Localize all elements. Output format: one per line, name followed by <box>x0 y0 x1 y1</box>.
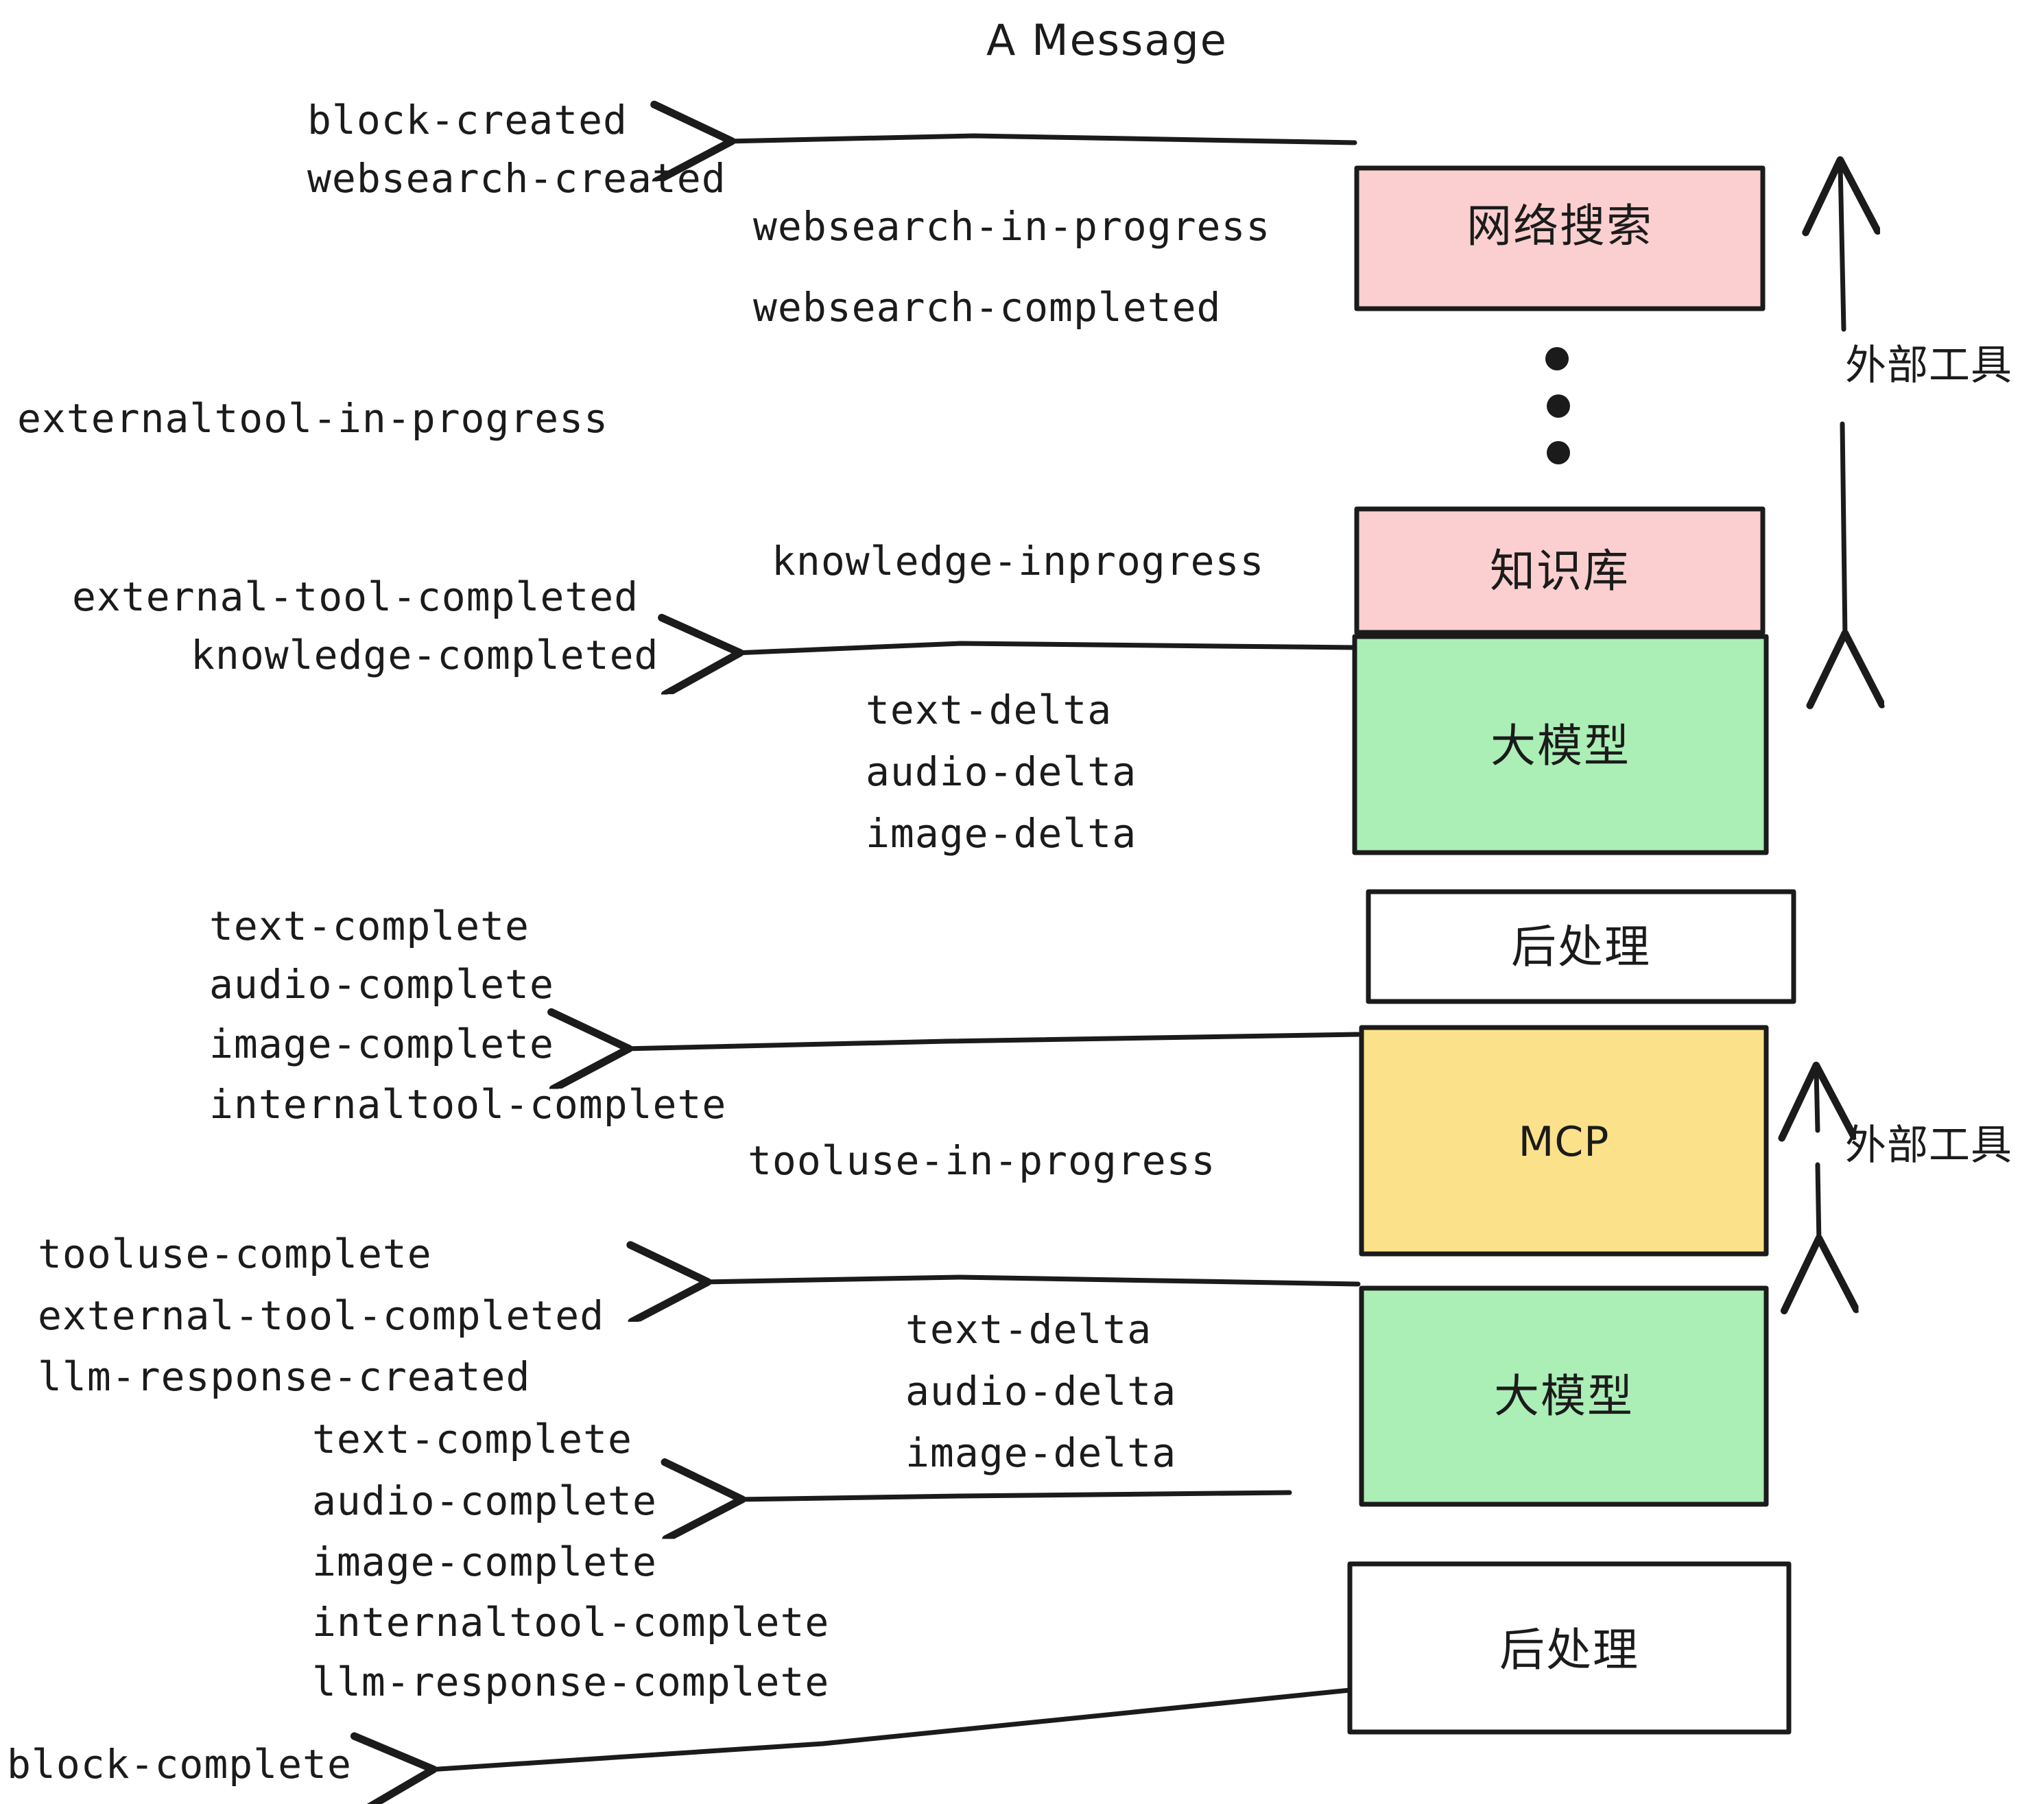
event-image-complete-1: image-complete <box>209 1021 554 1067</box>
side-label-external-tools-bottom: 外部工具 <box>1845 1121 2012 1170</box>
span-arrows <box>1816 165 1845 1243</box>
event-websearch-created: websearch-created <box>307 155 726 202</box>
node-group: 网络搜索 知识库 大模型 后处理 MCP 大模型 <box>1347 165 1796 1735</box>
node-label-llm-2: 大模型 <box>1494 1370 1634 1423</box>
event-image-complete-2: image-complete <box>312 1539 657 1585</box>
node-llm-1[interactable]: 大模型 <box>1352 634 1769 855</box>
event-block-created: block-created <box>307 97 628 143</box>
node-websearch[interactable]: 网络搜索 <box>1354 165 1766 311</box>
event-websearch-in-progress: websearch-in-progress <box>753 203 1270 250</box>
event-websearch-completed: websearch-completed <box>753 284 1221 331</box>
event-audio-delta-1: audio-delta <box>866 748 1137 795</box>
event-text-delta-2: text-delta <box>905 1306 1152 1353</box>
arrow-tooluse-complete <box>703 1277 1361 1284</box>
arrow-image-complete <box>624 1034 1361 1049</box>
event-knowledge-inprogress: knowledge-inprogress <box>772 538 1264 584</box>
ellipsis-dots <box>1545 347 1570 464</box>
event-image-delta-2: image-delta <box>905 1429 1176 1476</box>
node-label-postprocess-2: 后处理 <box>1499 1624 1639 1676</box>
page-title: A Message <box>986 15 1228 65</box>
event-image-delta-1: image-delta <box>866 810 1137 857</box>
event-tooluse-complete: tooluse-complete <box>38 1231 432 1277</box>
external-tools-span-top-lower <box>1842 421 1845 638</box>
event-llm-response-complete: llm-response-complete <box>312 1659 829 1705</box>
flow-arrows <box>429 136 1361 1770</box>
external-tools-span-top <box>1840 165 1844 332</box>
event-text-complete-2: text-complete <box>312 1416 632 1462</box>
external-tools-span-bottom-lower <box>1818 1162 1819 1243</box>
event-text-delta-1: text-delta <box>866 687 1112 733</box>
node-knowledgebase[interactable]: 知识库 <box>1354 506 1766 635</box>
event-internaltool-complete-2: internaltool-complete <box>312 1599 829 1646</box>
node-label-postprocess-1: 后处理 <box>1511 921 1651 973</box>
node-postprocess-1[interactable]: 后处理 <box>1366 889 1796 1004</box>
node-llm-2[interactable]: 大模型 <box>1359 1285 1769 1507</box>
side-label-external-tools-top: 外部工具 <box>1845 342 2012 390</box>
event-audio-complete-2: audio-complete <box>312 1477 657 1524</box>
arrow-knowledge-completed <box>735 643 1357 653</box>
node-label-websearch: 网络搜索 <box>1466 200 1653 252</box>
arrow-block-created <box>727 136 1357 143</box>
event-audio-complete-1: audio-complete <box>209 961 554 1008</box>
event-tooluse-in-progress: tooluse-in-progress <box>748 1137 1215 1184</box>
event-block-complete: block-complete <box>7 1741 352 1788</box>
node-postprocess-2[interactable]: 后处理 <box>1347 1561 1792 1735</box>
external-tools-span-bottom <box>1816 1070 1818 1130</box>
event-knowledge-completed: knowledge-completed <box>191 632 658 678</box>
event-external-tool-completed-2: external-tool-completed <box>38 1292 604 1339</box>
event-labels-left: block-created websearch-created external… <box>7 97 829 1788</box>
arrow-audio-complete <box>737 1493 1292 1499</box>
node-label-knowledgebase: 知识库 <box>1490 545 1630 597</box>
event-llm-response-created: llm-response-created <box>38 1353 530 1400</box>
event-audio-delta-2: audio-delta <box>905 1368 1176 1414</box>
event-internaltool-complete-1: internaltool-complete <box>209 1081 726 1128</box>
node-label-mcp: MCP <box>1519 1118 1610 1166</box>
event-external-tool-completed-1: external-tool-completed <box>72 573 639 620</box>
node-label-llm-1: 大模型 <box>1490 720 1630 772</box>
arrow-block-complete <box>429 1687 1353 1770</box>
event-labels-mid: websearch-in-progress websearch-complete… <box>748 203 1270 1476</box>
node-mcp[interactable]: MCP <box>1359 1025 1769 1257</box>
event-text-complete-1: text-complete <box>209 903 530 949</box>
event-externaltool-in-progress: externaltool-in-progress <box>17 395 608 442</box>
